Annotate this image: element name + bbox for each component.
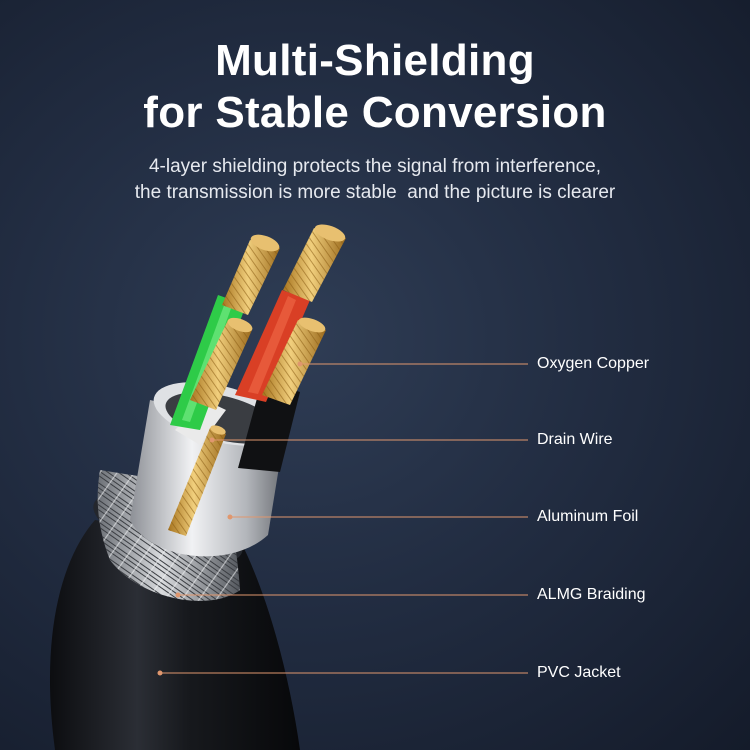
callout-label-pvc-jacket: PVC Jacket: [537, 664, 621, 681]
red-conductor: [235, 290, 310, 402]
callout-line-pvc-jacket: [157, 670, 528, 676]
callout-lines: [157, 361, 528, 676]
callout-line-aluminum-foil: [227, 514, 528, 520]
callout-label-aluminum-foil: Aluminum Foil: [537, 508, 639, 525]
headline-line-2: for Stable Conversion: [143, 88, 607, 137]
headline-line-1: Multi-Shielding: [215, 36, 535, 85]
callout-line-drain-wire: [209, 437, 528, 443]
callout-line-oxygen-copper: [297, 361, 528, 367]
subtitle-line-1: 4-layer shielding protects the signal fr…: [148, 156, 601, 177]
callout-line-almg-braiding: [175, 592, 528, 598]
callout-label-drain-wire: Drain Wire: [537, 431, 613, 448]
callout-label-almg-braiding: ALMG Braiding: [537, 586, 646, 603]
subtitle-line-2: the transmission is more stable and the …: [134, 182, 616, 203]
oxygen-copper-strands: [190, 224, 346, 410]
drain-wire: [168, 425, 226, 536]
callout-label-oxygen-copper: Oxygen Copper: [537, 355, 650, 372]
